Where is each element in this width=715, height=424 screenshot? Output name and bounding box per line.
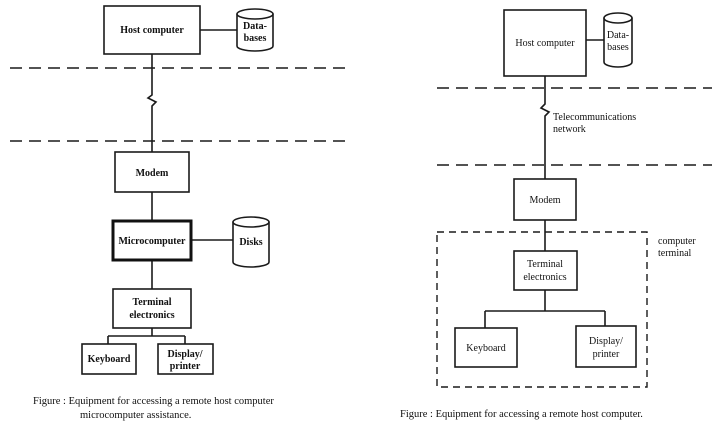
right-figure-caption: Figure : Equipment for accessing a remot… — [400, 409, 643, 420]
left-display-label-1: Display/ — [167, 349, 202, 360]
right-databases-label-2: bases — [607, 42, 629, 53]
left-figure-caption-line-1: Figure : Equipment for accessing a remot… — [33, 396, 274, 407]
left-keyboard-box: Keyboard — [81, 343, 137, 375]
left-terminal-label-1: Terminal — [132, 297, 171, 308]
left-figure-caption-line-2: microcomputer assistance. — [80, 410, 191, 421]
left-disks-label: Disks — [239, 237, 262, 248]
left-disks-cylinder: Disks — [232, 216, 270, 268]
right-telecom-network-label-2: network — [553, 124, 586, 135]
left-microcomputer-label: Microcomputer — [118, 236, 186, 247]
left-microcomputer-box: Microcomputer — [111, 219, 193, 262]
right-databases-cylinder: Data- bases — [603, 12, 633, 68]
left-databases-label-1: Data- — [243, 21, 267, 32]
right-databases-label-1: Data- — [607, 30, 629, 41]
right-telecom-link-line — [539, 76, 551, 179]
left-telecom-link-line — [146, 54, 158, 152]
right-modem-label: Modem — [529, 195, 560, 206]
right-terminal-label-2: electronics — [523, 272, 566, 283]
right-modem-box: Modem — [513, 178, 577, 221]
right-host-computer-label: Host computer — [515, 38, 575, 49]
right-host-computer-box: Host computer — [503, 9, 587, 77]
right-keyboard-box: Keyboard — [454, 327, 518, 368]
left-host-computer-label: Host computer — [120, 25, 184, 36]
left-modem-label: Modem — [136, 168, 169, 179]
right-display-printer-box: Display/ printer — [575, 325, 637, 368]
right-display-label-2: printer — [593, 349, 620, 360]
right-terminal-electronics-box: Terminal electronics — [513, 250, 578, 291]
left-host-computer-box: Host computer — [103, 5, 201, 55]
left-display-printer-box: Display/ printer — [157, 343, 214, 375]
right-telecom-network-label-1: Telecommunications — [553, 112, 636, 123]
left-terminal-label-2: electronics — [129, 310, 174, 321]
left-display-label-2: printer — [170, 361, 201, 372]
left-keyboard-label: Keyboard — [88, 354, 131, 365]
left-databases-cylinder: Data- bases — [236, 8, 274, 52]
right-display-label-1: Display/ — [589, 336, 623, 347]
left-terminal-electronics-box: Terminal electronics — [112, 288, 192, 329]
right-computer-terminal-enclosure — [436, 231, 648, 388]
right-computer-terminal-label-1: computer — [658, 236, 696, 247]
right-computer-terminal-label-2: terminal — [658, 248, 692, 259]
right-keyboard-label: Keyboard — [466, 343, 505, 354]
left-modem-box: Modem — [114, 151, 190, 193]
left-diagram: Host computer Data- bases Modem Microcom… — [10, 5, 345, 421]
right-diagram: Host computer Data- bases Telecommunicat… — [400, 9, 712, 420]
left-databases-label-2: bases — [244, 33, 267, 44]
right-terminal-label-1: Terminal — [527, 259, 563, 270]
